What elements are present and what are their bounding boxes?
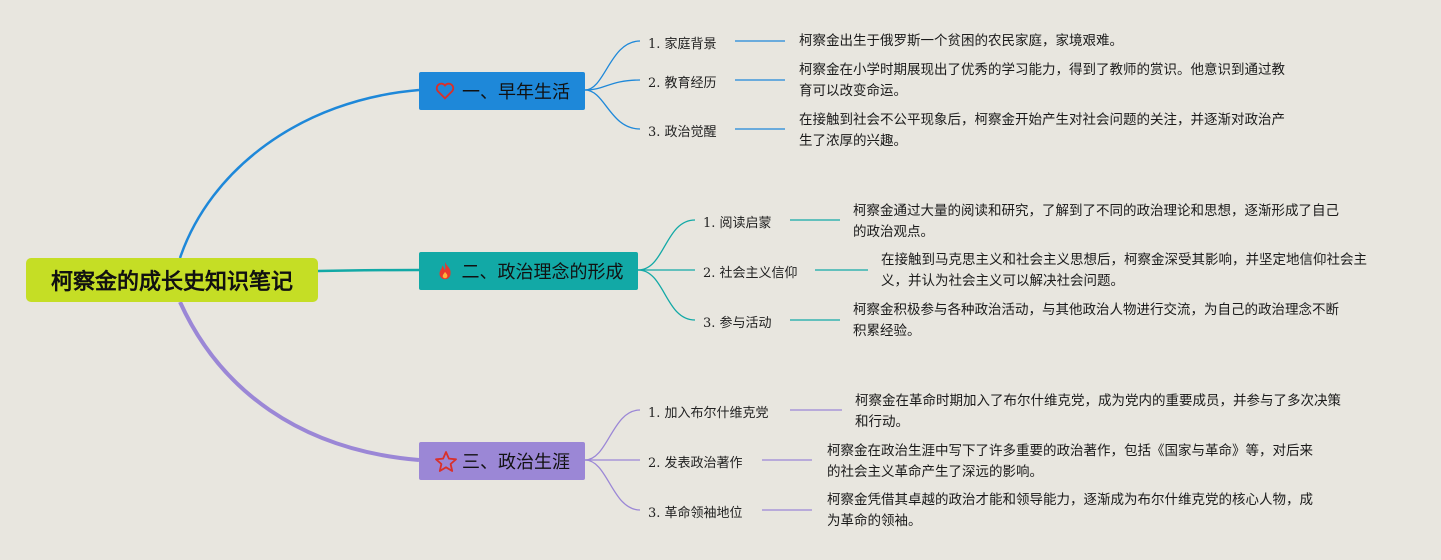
note-socialist-belief: 在接触到马克思主义和社会主义思想后，柯察金深受其影响，并坚定地信仰社会主义，并认… (881, 252, 1367, 289)
connector-root-branch1 (178, 88, 420, 259)
note-activities: 柯察金积极参与各种政治活动，与其他政治人物进行交流，为自己的政治理念不断积累经验… (853, 302, 1339, 339)
note-family-background: 柯察金出生于俄罗斯一个贫困的农民家庭，家境艰难。 (799, 33, 1123, 49)
subtopic-activities[interactable]: 3. 参与活动 (703, 316, 772, 331)
fire-icon (434, 260, 456, 282)
note-join-bolsheviks: 柯察金在革命时期加入了布尔什维克党，成为党内的重要成员，并参与了多次决策和行动。 (855, 393, 1341, 430)
subtopic-publications[interactable]: 2. 发表政治著作 (648, 456, 743, 471)
subtopic-leadership[interactable]: 3. 革命领袖地位 (648, 506, 743, 521)
branch-political-career[interactable]: 三、政治生涯 (419, 442, 585, 480)
connector-root-branch2 (317, 268, 420, 273)
heart-icon (434, 80, 456, 102)
subtopic-join-bolsheviks[interactable]: 1. 加入布尔什维克党 (648, 406, 769, 421)
star-icon (434, 450, 457, 472)
note-political-awakening: 在接触到社会不公平现象后，柯察金开始产生对社会问题的关注，并逐渐对政治产生了浓厚… (799, 112, 1285, 149)
branch2-fan (637, 219, 868, 321)
subtopic-family-background[interactable]: 1. 家庭背景 (648, 37, 717, 52)
branch-title: 二、政治理念的形成 (461, 262, 624, 283)
note-reading: 柯察金通过大量的阅读和研究，了解到了不同的政治理论和思想，逐渐形成了自己的政治观… (853, 203, 1339, 240)
root-topic[interactable]: 柯察金的成长史知识笔记 (26, 258, 318, 302)
note-leadership: 柯察金凭借其卓越的政治才能和领导能力，逐渐成为布尔什维克党的核心人物，成为革命的… (827, 492, 1313, 529)
branch1-fan (584, 40, 785, 130)
subtopic-political-awakening[interactable]: 3. 政治觉醒 (648, 125, 717, 140)
branch-title: 三、政治生涯 (462, 452, 570, 473)
subtopic-socialist-belief[interactable]: 2. 社会主义信仰 (703, 266, 798, 281)
branch-political-ideas[interactable]: 二、政治理念的形成 (419, 252, 638, 290)
connector-root-branch3 (178, 301, 420, 462)
note-education: 柯察金在小学时期展现出了优秀的学习能力，得到了教师的赏识。他意识到通过教育可以改… (799, 62, 1285, 99)
branch-early-life[interactable]: 一、早年生活 (419, 72, 585, 110)
root-title: 柯察金的成长史知识笔记 (50, 270, 293, 295)
subtopic-education[interactable]: 2. 教育经历 (648, 76, 717, 91)
note-publications: 柯察金在政治生涯中写下了许多重要的政治著作，包括《国家与革命》等，对后来的社会主… (827, 443, 1313, 480)
subtopic-reading[interactable]: 1. 阅读启蒙 (703, 216, 772, 231)
branch3-fan (584, 409, 842, 511)
branch-title: 一、早年生活 (462, 82, 570, 103)
